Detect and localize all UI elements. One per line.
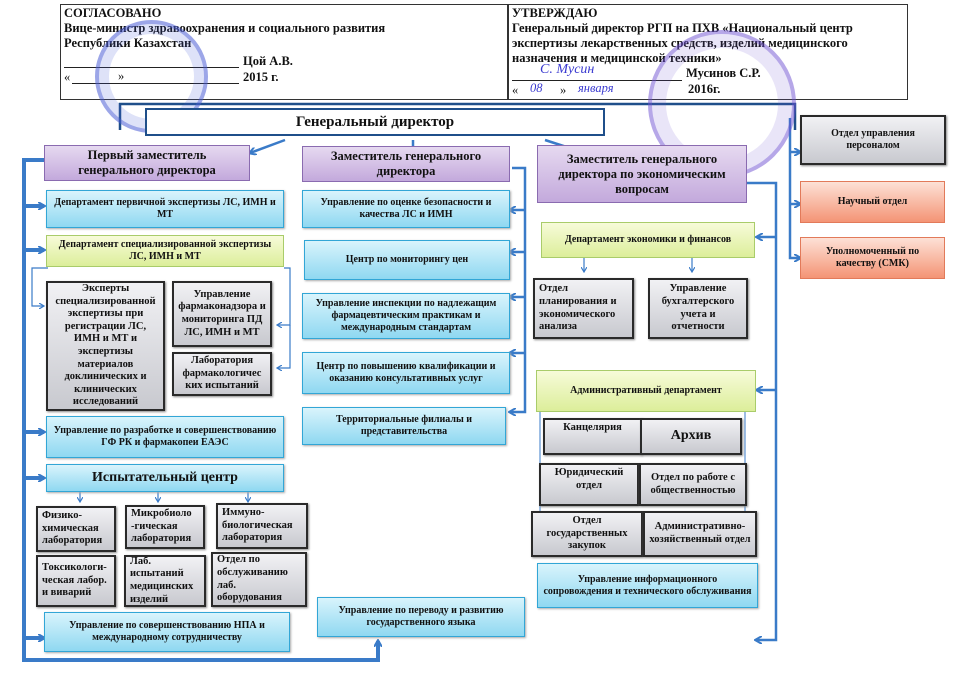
general-director: Генеральный директор xyxy=(145,108,605,136)
admin-procurement: Отдел государственных закупок xyxy=(531,511,643,557)
deputy-unit-inspection: Управление инспекции по надлежащим фарма… xyxy=(302,293,510,339)
lab-physico-chemical: Физико-химическая лаборатория xyxy=(36,506,116,552)
deputy-unit-branches: Территориальные филиалы и представительс… xyxy=(302,407,506,445)
planning-dept: Отдел планирования и экономического анал… xyxy=(533,278,634,339)
deputy-unit-prices: Центр по мониторингу цен xyxy=(304,240,510,280)
admin-public-relations: Отдел по работе с общественностью xyxy=(639,463,747,506)
lab-equipment-service: Отдел по обслуживанию лаб. оборудования xyxy=(211,552,307,607)
lab-immunobiology: Иммуно-биологическая лаборатория xyxy=(216,503,308,549)
date-quote-open: « xyxy=(64,70,71,84)
deputy-box: Заместитель генерального директора xyxy=(302,146,510,182)
hr-dept: Отдел управления персоналом xyxy=(800,115,946,165)
approval-header xyxy=(60,4,908,100)
date-quote-open-right: « xyxy=(512,83,519,97)
admin-legal: Юридический отдел xyxy=(539,463,639,506)
date-month: января xyxy=(578,81,614,95)
accounting-dept: Управление бухгалтерского учета и отчетн… xyxy=(648,278,748,339)
admin-household: Административно-хозяйственный отдел xyxy=(643,511,757,557)
approval-left-year: 2015 г. xyxy=(243,70,279,84)
pharmacology-lab: Лаборатория фармакологичес ких испытаний xyxy=(172,352,272,396)
approval-left-title: СОГЛАСОВАНО xyxy=(64,6,162,20)
npa-dept: Управление по совершенствованию НПА и ме… xyxy=(44,612,290,652)
approval-right-title: УТВЕРЖДАЮ xyxy=(512,6,598,20)
date-day: 08 xyxy=(530,81,543,95)
pharmacopoeia-dept: Управление по разработке и совершенствов… xyxy=(46,416,284,458)
first-deputy-box: Первый заместитель генерального директор… xyxy=(44,145,250,181)
date-quote-close-right: » xyxy=(560,83,567,97)
science-dept: Научный отдел xyxy=(800,181,945,223)
it-dept: Управление информационного сопровождения… xyxy=(537,563,758,608)
testing-center: Испытательный центр xyxy=(46,464,284,492)
admin-dept: Административный департамент xyxy=(536,370,756,412)
deputy-unit-safety: Управление по оценке безопасности и каче… xyxy=(302,190,510,228)
approval-left-line1: Вице-министр здравоохранения и социально… xyxy=(64,21,386,35)
signature: С. Мусин xyxy=(540,62,595,77)
deputy-unit-training: Центр по повышению квалификации и оказан… xyxy=(302,352,510,394)
economic-deputy-box: Заместитель генерального директора по эк… xyxy=(537,145,747,203)
primary-expertise-dept: Департамент первичной экспертизы ЛС, ИМН… xyxy=(46,190,284,228)
admin-office: Канцелярия xyxy=(543,418,642,455)
specialized-experts: Эксперты специализированной экспертизы п… xyxy=(46,281,165,411)
lab-microbiology: Микробиоло -гическая лаборатория xyxy=(125,505,205,549)
approval-right-line1: Генеральный директор РГП на ПХВ «Национа… xyxy=(512,21,853,35)
pharmacovigilance-dept: Управление фармаконадзора и мониторинга … xyxy=(172,281,272,347)
language-dept: Управление по переводу и развитию госуда… xyxy=(317,597,525,637)
specialized-expertise-dept: Департамент специализированной экспертиз… xyxy=(46,235,284,267)
approval-left-signer: Цой А.В. xyxy=(243,54,293,68)
lab-medical-devices: Лаб. испытаний медицинских изделий xyxy=(124,555,206,607)
finance-dept: Департамент экономики и финансов xyxy=(541,222,755,258)
admin-archive: Архив xyxy=(640,418,742,455)
lab-toxicology: Токсикологи-ческая лабор. и виварий xyxy=(36,555,116,607)
quality-officer: Уполномоченный по качеству (СМК) xyxy=(800,237,945,279)
